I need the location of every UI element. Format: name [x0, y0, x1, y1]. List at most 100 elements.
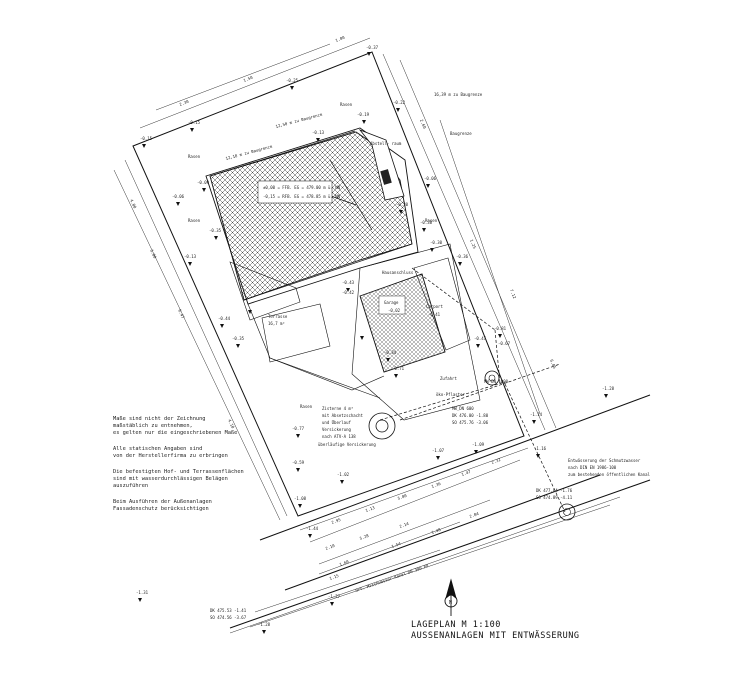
- label-haus-okrfb: -0,15 = RFB. EG = 478.85 m ü. NN: [263, 194, 341, 199]
- level-value: -0.42: [342, 290, 355, 295]
- label-zisterne-5: nach ATV-A 138: [322, 434, 356, 439]
- level-value: -1.02: [337, 472, 350, 477]
- level-value: -0.13: [312, 130, 325, 135]
- dimension-values: 1.00 1.50 2.30 4.00 3.00 9.47 2.60 1.25 …: [129, 35, 557, 581]
- label-rasen-left: Rasen: [188, 154, 201, 159]
- dim-value: 4.00: [129, 198, 138, 209]
- manholes: [484, 370, 576, 521]
- note-4: Beim Ausführen der Außenanlagen Fassaden…: [113, 499, 212, 512]
- label-rasen-bottom: Rasen: [300, 404, 313, 409]
- label-schmutz-2: nach DIN EN 1986-100: [568, 465, 617, 470]
- label-rasen-right: Rasen: [425, 218, 438, 223]
- property-boundary: [132, 51, 525, 517]
- level-value: -0.19: [357, 112, 370, 117]
- terrace-2: [261, 303, 331, 363]
- label-hausanschluss: Hausanschluss: [382, 270, 414, 275]
- label-zisterne-4: Versickerung: [322, 427, 351, 432]
- label-schmutz-3: zum bestehenden öffentlichen Kanal: [568, 472, 650, 477]
- level-value: -0.37: [366, 45, 379, 50]
- label-garage-level: -0,02: [388, 308, 401, 313]
- level-value: -0.30: [396, 202, 409, 207]
- note-1: Maße sind nicht der Zeichnung maßstäblic…: [113, 416, 238, 436]
- level-values: -0.37 -0.25 -0.22 -0.15 -0.19 -0.15 -0.1…: [136, 45, 615, 627]
- dim-value: 1.50: [243, 75, 254, 83]
- level-value: -0.15: [140, 136, 153, 141]
- label-zisterne-1: Zisterne 4 m³: [322, 406, 353, 411]
- cistern: [368, 412, 396, 440]
- label-abstellraum: Abstell- raum: [370, 141, 402, 146]
- abstellraum: [358, 129, 405, 201]
- label-grenzabstand-1: 12,50 m zu Baugrenze: [275, 112, 323, 129]
- terrace: [229, 261, 301, 321]
- dim-value: 1.54: [391, 541, 402, 549]
- abstellraum-window: [380, 169, 392, 185]
- level-value: -0.15: [188, 120, 201, 125]
- level-value: -0.35: [209, 228, 222, 233]
- label-zufahrt: Zufahrt: [440, 376, 457, 381]
- level-value: -0.38: [420, 220, 433, 225]
- label-dk-2: SO 474.89 -4.11: [536, 495, 573, 500]
- level-value: -0.34: [384, 350, 397, 355]
- label-rasen-left2: Rasen: [188, 218, 201, 223]
- label-zufahrt-sub: öko-Pflaster: [436, 392, 465, 397]
- dimension-lines: [113, 37, 621, 634]
- level-value: -1.09: [472, 442, 485, 447]
- label-kanal: Ort. Mischwasser-Kanal DN 300 PP: [355, 563, 430, 593]
- drainage-lines: [379, 267, 566, 513]
- label-carport-level: -0,41: [428, 312, 441, 317]
- level-value: -1.31: [136, 590, 149, 595]
- drawing-title: LAGEPLAN M 1:100 AUSSENANLAGEN MIT ENTWÄ…: [411, 620, 580, 642]
- dim-value: 1.25: [469, 239, 477, 250]
- label-zisterne-3: und Überlauf: [322, 420, 351, 425]
- label-baugrenze: Baugrenze: [450, 131, 472, 136]
- dim-value: 1.36: [431, 481, 442, 489]
- dim-value: 1.48: [431, 527, 442, 535]
- dim-value: 7.12: [509, 289, 517, 300]
- dim-value: 1.15: [329, 573, 340, 581]
- note-3: Die befestigten Hof- und Terrassenfläche…: [113, 469, 244, 489]
- level-value: -0.25: [286, 78, 299, 83]
- label-haus-okff: ±0,00 = FFB. EG = 479.00 m ü. NN: [263, 185, 341, 190]
- label-garage: Garage: [384, 300, 399, 305]
- level-value: -0.47: [474, 336, 487, 341]
- level-value: -0.09: [197, 180, 210, 185]
- note-2: Alle statischen Angaben sind von der Her…: [113, 446, 228, 459]
- house-level-box: [257, 180, 333, 204]
- level-value: -1.28: [602, 386, 615, 391]
- carport: [413, 257, 471, 351]
- level-value: -0.06: [172, 194, 185, 199]
- path-line: [247, 303, 385, 391]
- level-value: -1.16: [534, 446, 547, 451]
- level-value: -1.27: [328, 594, 341, 599]
- dim-value: 1.13: [365, 505, 376, 513]
- level-value: -1.07: [432, 448, 445, 453]
- dim-value: 1.00: [335, 35, 346, 43]
- dim-value: 6.05: [549, 359, 557, 370]
- label-terrasse: Terrasse: [268, 314, 288, 319]
- dim-value: 3.28: [359, 533, 370, 541]
- level-value: -1.28: [258, 622, 271, 627]
- dim-value: 4.10: [227, 418, 236, 429]
- dim-value: 2.10: [325, 543, 336, 551]
- dim-value: 2.30: [179, 99, 190, 107]
- label-dk-4: SO 474.56 -3.67: [210, 615, 247, 620]
- dim-value: 3.00: [397, 493, 408, 501]
- dim-value: 1.47: [461, 469, 472, 477]
- dim-value: 1.60: [339, 559, 350, 567]
- level-value: -0.35: [232, 336, 245, 341]
- level-value: -1.44: [306, 526, 319, 531]
- level-value: -0.06: [424, 176, 437, 181]
- label-mw-2: DK 476.00 -1.80: [452, 413, 489, 418]
- north-arrow: [444, 578, 458, 616]
- level-value: -0.36: [456, 254, 469, 259]
- level-value: -0.67: [498, 341, 511, 346]
- garage: [359, 273, 446, 373]
- label-mw-3: SO 475.76 -3.06: [452, 420, 489, 425]
- dim-value: 2.32: [491, 457, 502, 465]
- level-value: -0.44: [218, 316, 231, 321]
- label-mw-schacht: MW-DN 1000: [484, 379, 509, 384]
- level-value: -0.43: [342, 280, 355, 285]
- title-line-1: LAGEPLAN M 1:100: [411, 620, 501, 630]
- dim-value: 2.95: [331, 517, 342, 525]
